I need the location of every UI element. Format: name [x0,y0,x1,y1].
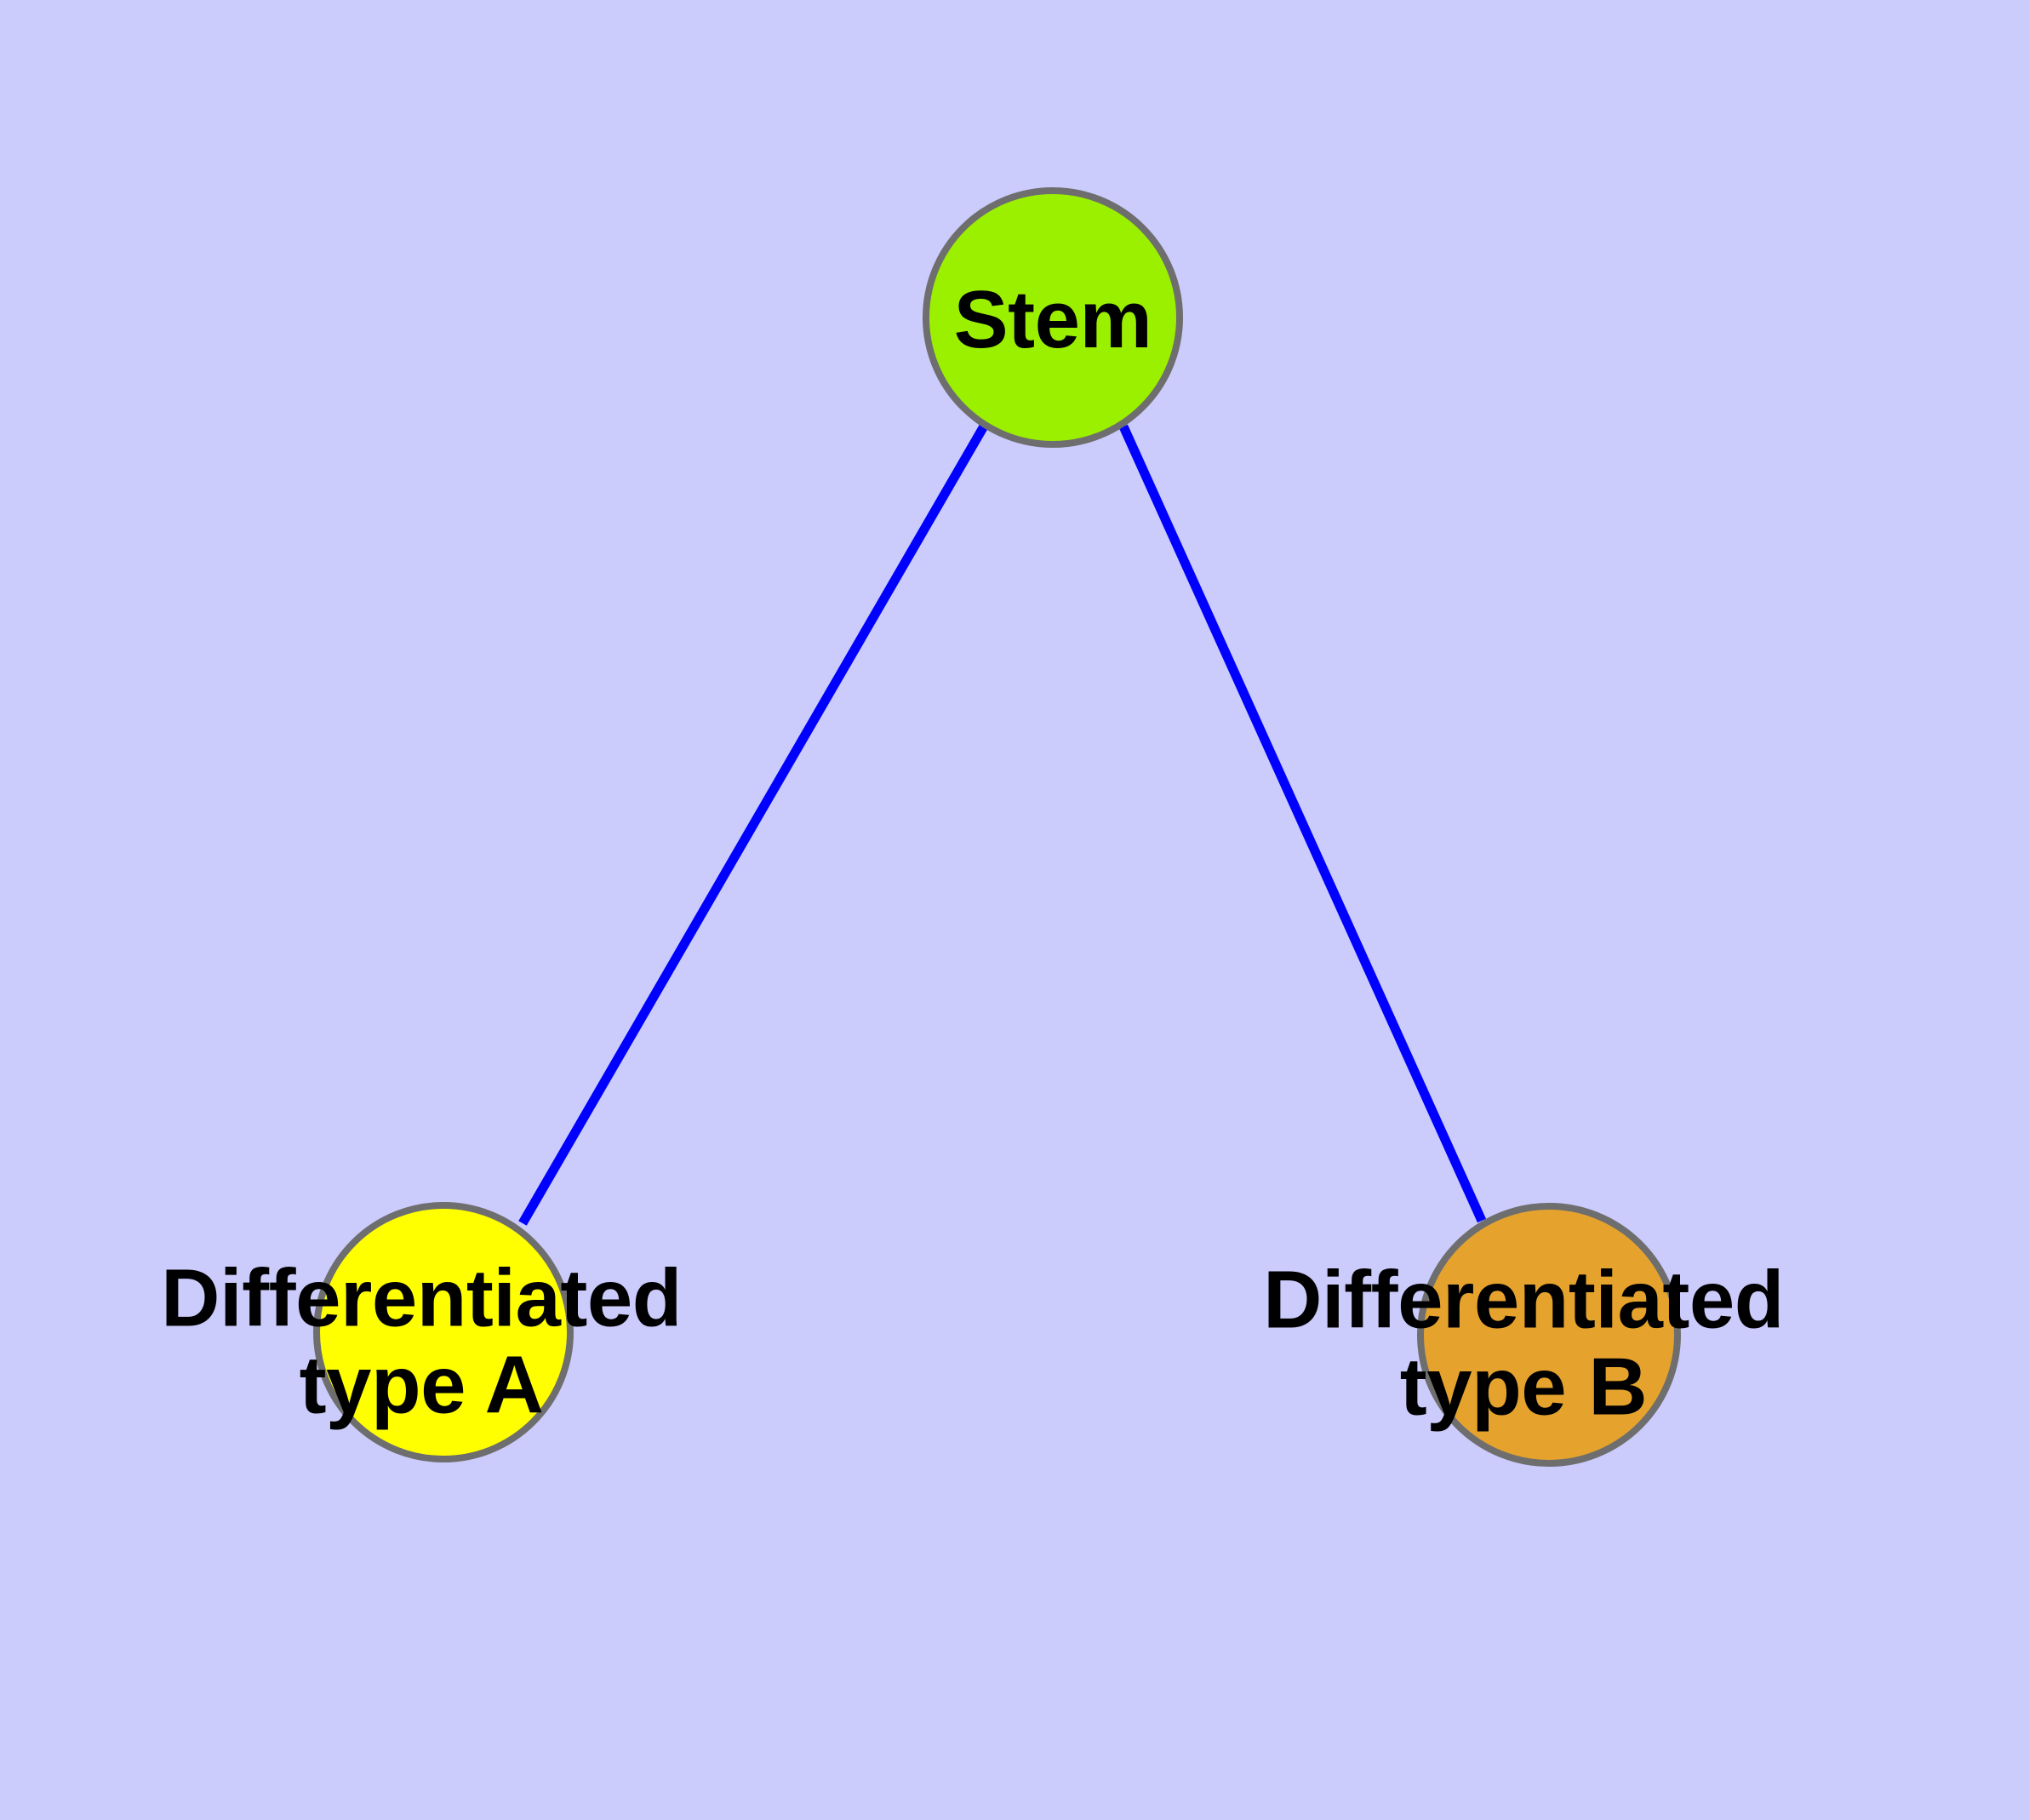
node-differentiated-type-a[interactable] [313,1202,574,1462]
node-stem[interactable] [923,187,1183,448]
edge-stem-to-differentiated-type-b[interactable] [1118,424,1487,1223]
node-differentiated-type-b[interactable] [1417,1203,1681,1467]
edge-stem-to-differentiated-type-a[interactable] [518,422,989,1226]
node-layer [313,187,1681,1467]
edge-layer [518,422,1487,1226]
